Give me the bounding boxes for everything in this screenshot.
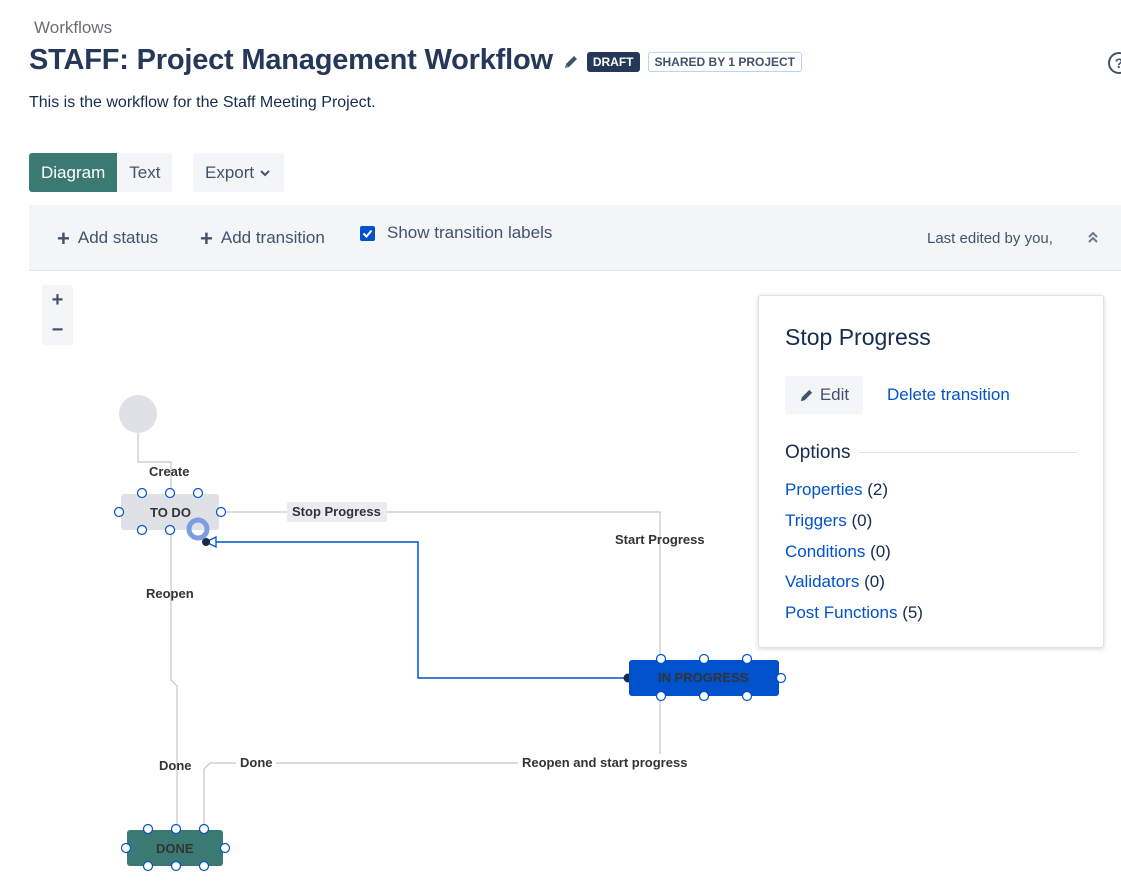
transition-details-panel: Stop Progress Edit Delete transition Opt…	[758, 295, 1104, 648]
last-edited-text: Last edited by you,	[927, 230, 1053, 247]
options-heading: Options	[785, 442, 851, 463]
show-labels-toggle[interactable]: Show transition labels	[360, 223, 552, 243]
transition-label-done-left[interactable]: Done	[159, 758, 192, 773]
show-labels-text: Show transition labels	[387, 223, 553, 242]
option-link[interactable]: Validators	[785, 572, 860, 591]
option-count: (5)	[902, 603, 923, 622]
panel-title: Stop Progress	[785, 324, 931, 350]
status-node-done[interactable]: DONE	[120, 823, 231, 872]
text-tab[interactable]: Text	[117, 153, 173, 192]
pencil-icon	[800, 389, 812, 401]
transition-label-done-mid[interactable]: Done	[240, 755, 273, 770]
pencil-icon[interactable]	[563, 54, 579, 75]
option-count: (0)	[851, 511, 873, 530]
option-link[interactable]: Conditions	[785, 542, 866, 561]
status-node-in-progress[interactable]: IN PROGRESS	[629, 653, 787, 702]
start-node[interactable]	[119, 395, 157, 433]
transition-label-reopen-start[interactable]: Reopen and start progress	[522, 755, 687, 770]
add-transition-button[interactable]: + Add transition	[200, 225, 325, 251]
export-button[interactable]: Export	[193, 153, 285, 192]
show-labels-checkbox[interactable]	[360, 225, 375, 241]
add-status-label: Add status	[77, 228, 159, 247]
workflow-description: This is the workflow for the Staff Meeti…	[29, 94, 376, 111]
edit-transition-button[interactable]: Edit	[785, 376, 863, 414]
option-post-functions: Post Functions (5)	[785, 603, 923, 623]
option-conditions: Conditions (0)	[785, 542, 891, 562]
transition-label-reopen[interactable]: Reopen	[146, 586, 194, 601]
status-label-done: DONE	[156, 841, 194, 856]
option-link[interactable]: Triggers	[785, 511, 847, 530]
draft-badge: DRAFT	[586, 52, 640, 72]
option-link[interactable]: Properties	[785, 480, 863, 499]
delete-transition-link[interactable]: Delete transition	[887, 385, 1010, 404]
option-validators: Validators (0)	[785, 572, 885, 592]
add-transition-label: Add transition	[220, 228, 325, 247]
chevron-down-icon	[260, 169, 270, 176]
status-node-todo[interactable]: TO DO	[113, 487, 227, 541]
option-count: (0)	[870, 542, 891, 561]
option-link[interactable]: Post Functions	[785, 603, 898, 622]
edit-label: Edit	[819, 385, 850, 404]
zoom-controls: + −	[42, 285, 73, 345]
status-label-todo: TO DO	[150, 505, 191, 520]
breadcrumb[interactable]: Workflows	[34, 18, 113, 37]
plus-icon: +	[200, 225, 213, 251]
view-toggle: Diagram Text	[29, 153, 173, 192]
add-status-button[interactable]: + Add status	[57, 225, 159, 251]
title-row: STAFF: Project Management Workflow DRAFT…	[29, 40, 802, 80]
help-icon[interactable]: ?	[1108, 52, 1121, 74]
page-title: STAFF: Project Management Workflow	[29, 43, 553, 76]
option-properties: Properties (2)	[785, 480, 888, 500]
option-count: (0)	[864, 572, 885, 591]
option-triggers: Triggers (0)	[785, 511, 872, 531]
shared-badge[interactable]: SHARED BY 1 PROJECT	[647, 52, 802, 72]
diagram-toolbar: + Add status + Add transition Show trans…	[29, 205, 1121, 271]
zoom-in-button[interactable]: +	[51, 289, 64, 311]
transition-label-stop-progress[interactable]: Stop Progress	[292, 504, 381, 519]
status-label-in-progress: IN PROGRESS	[658, 670, 749, 685]
options-divider	[859, 452, 1077, 453]
option-count: (2)	[867, 480, 888, 499]
collapse-up-icon[interactable]	[1086, 229, 1100, 250]
transition-label-start-progress[interactable]: Start Progress	[615, 532, 705, 547]
diagram-tab[interactable]: Diagram	[29, 153, 118, 192]
export-label: Export	[205, 162, 255, 182]
transition-label-create[interactable]: Create	[149, 464, 189, 479]
zoom-out-button[interactable]: −	[51, 319, 64, 341]
plus-icon: +	[57, 225, 70, 251]
